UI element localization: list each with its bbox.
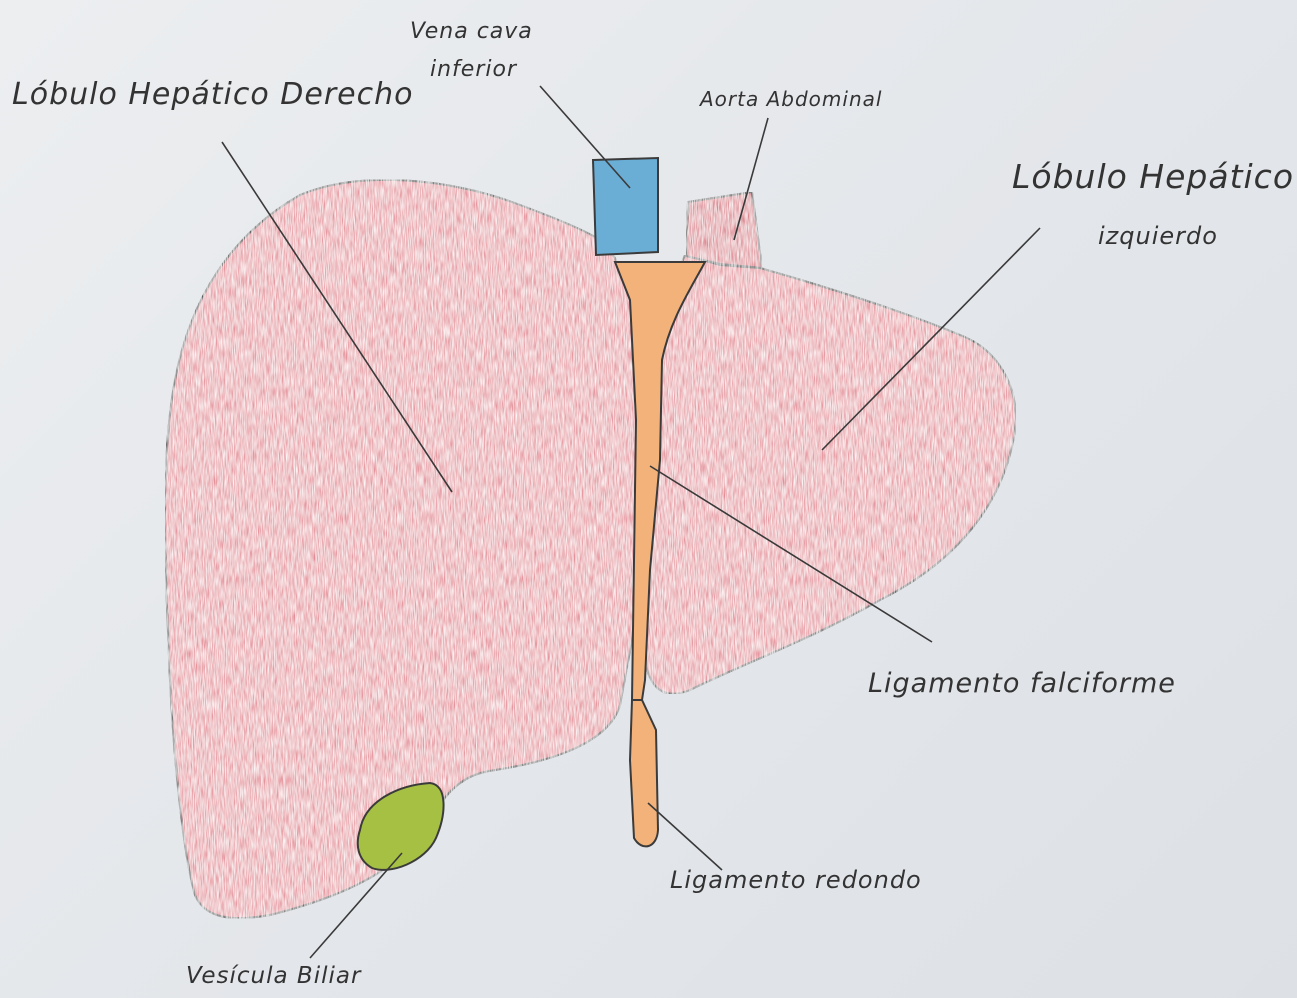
label-falciform: Ligamento falciforme	[868, 668, 1176, 699]
label-right-lobe: Lóbulo Hepático Derecho	[12, 77, 414, 112]
label-gallbladder: Vesícula Biliar	[186, 963, 362, 989]
left-hepatic-lobe	[645, 255, 1016, 694]
abdominal-aorta	[686, 192, 762, 268]
label-vena-cava-line1: Vena cava	[410, 19, 533, 44]
leader-round	[648, 803, 722, 870]
label-vena-cava-line2: inferior	[430, 57, 518, 82]
label-aorta: Aorta Abdominal	[698, 87, 882, 111]
leader-vena-cava	[540, 86, 630, 188]
label-round: Ligamento redondo	[670, 866, 922, 894]
label-left-lobe-line2: izquierdo	[1098, 222, 1218, 250]
label-left-lobe-line1: Lóbulo Hepático	[1012, 157, 1294, 196]
round-ligament	[630, 700, 658, 846]
inferior-vena-cava	[593, 158, 658, 255]
